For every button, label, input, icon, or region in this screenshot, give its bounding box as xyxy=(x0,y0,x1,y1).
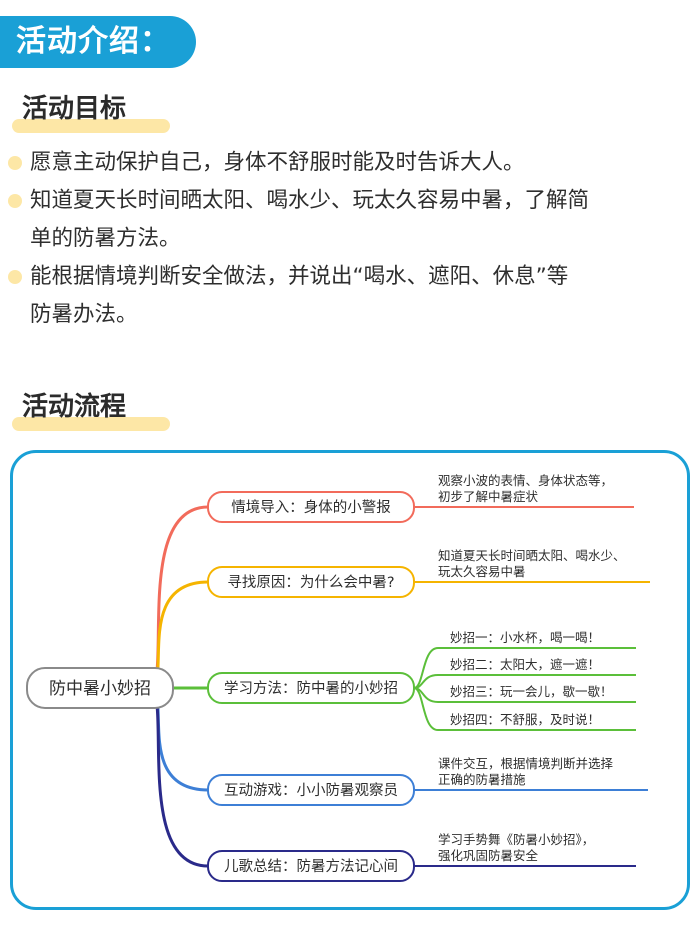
section-heading-text: 活动流程 xyxy=(22,392,127,422)
goal-line: 知道夏天长时间晒太阳、喝水少、玩太久容易中暑，了解简 xyxy=(30,188,590,213)
leaf-note: 学习手势舞《防暑小妙招》， xyxy=(438,832,594,847)
page-title-banner: 活动介绍： xyxy=(0,16,196,68)
bullet-dot-icon xyxy=(8,270,22,284)
goal-item: 愿意主动保护自己，身体不舒服时能及时告诉大人。 xyxy=(8,144,692,182)
goal-line: 单的防暑方法。 xyxy=(30,226,181,251)
branch-node-label: 互动游戏：小小防暑观察员 xyxy=(224,781,398,799)
goal-item: 能根据情境判断安全做法，并说出“喝水、遮阳、休息”等 防暑办法。 xyxy=(8,258,692,334)
goal-line: 能根据情境判断安全做法，并说出“喝水、遮阳、休息”等 xyxy=(30,264,569,289)
sub-connector xyxy=(413,674,439,689)
leaf-note: 玩太久容易中暑 xyxy=(438,564,526,579)
branch-node-label: 学习方法：防中暑的小妙招 xyxy=(224,680,398,697)
leaf-note: 妙招二：太阳大，遮一遮！ xyxy=(450,657,600,672)
leaf-note: 初步了解中暑症状 xyxy=(438,489,539,504)
goal-line: 愿意主动保护自己，身体不舒服时能及时告诉大人。 xyxy=(30,150,525,175)
goal-item: 知道夏天长时间晒太阳、喝水少、玩太久容易中暑，了解简 单的防暑方法。 xyxy=(8,182,692,258)
branch-node-label: 儿歌总结：防暑方法记心间 xyxy=(224,858,398,875)
goal-line: 防暑办法。 xyxy=(30,302,138,327)
leaf-note: 妙招一：小水杯，喝一喝！ xyxy=(450,630,600,645)
branch-connector xyxy=(151,686,210,868)
flow-frame xyxy=(10,450,690,910)
sub-connector xyxy=(413,647,439,689)
leaf-note: 正确的防暑措施 xyxy=(438,772,526,787)
bullet-dot-icon xyxy=(8,194,22,208)
sub-connector xyxy=(413,687,439,731)
bullet-dot-icon xyxy=(8,156,22,170)
leaf-note: 知道夏天长时间晒太阳、喝水少、 xyxy=(438,548,626,563)
leaf-note: 妙招四：不舒服，及时说！ xyxy=(450,712,600,727)
branch-node-label: 寻找原因：为什么会中暑? xyxy=(227,574,394,591)
section-heading-text: 活动目标 xyxy=(22,94,127,124)
root-node xyxy=(26,667,174,709)
root-node-label: 防中暑小妙招 xyxy=(49,679,151,699)
leaf-note: 观察小波的表情、身体状态等， xyxy=(438,473,613,488)
branch-node-label: 情境导入：身体的小警报 xyxy=(231,498,391,516)
leaf-note: 妙招三：玩一会儿，歇一歇！ xyxy=(450,684,613,699)
leaf-note: 强化巩固防暑安全 xyxy=(438,848,539,863)
leaf-note: 课件交互，根据情境判断并选择 xyxy=(438,756,614,771)
branch-connector xyxy=(151,505,210,690)
